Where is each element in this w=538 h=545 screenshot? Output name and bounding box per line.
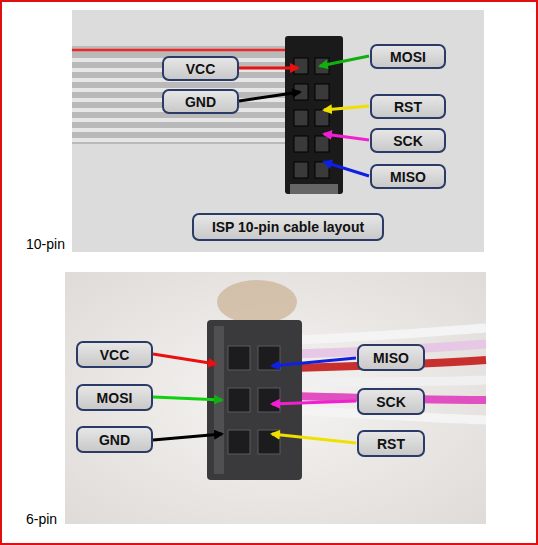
pin-label-box: SCK [357,388,425,415]
caption-text: ISP 10-pin cable layout [212,219,364,235]
pin-name: VCC [100,347,130,363]
pin-name: RST [377,436,405,452]
pin-label-box: MOSI [370,44,446,69]
pin-name: MISO [373,350,409,366]
pin-label-box: VCC [76,341,153,368]
pin-name: VCC [186,61,216,77]
pin-name: MOSI [97,390,133,406]
pin-name: SCK [376,394,406,410]
pin-label-box: MISO [357,344,425,371]
pin-name: MOSI [390,49,426,65]
pin-label-box: SCK [370,128,446,153]
pin-name: GND [185,94,216,110]
pin-label-box: RST [357,430,425,457]
pin-label-box: MOSI [76,384,153,411]
figure-label: 10-pin [26,236,65,252]
pin-label-box: RST [370,94,446,119]
pin-label-box: VCC [162,56,239,81]
pin-name: GND [99,432,130,448]
pin-label-box: GND [76,426,153,453]
pin-name: SCK [393,133,423,149]
pin-label-box: MISO [370,164,446,189]
pin-name: MISO [390,169,426,185]
figure-label: 6-pin [26,511,57,527]
caption-box: ISP 10-pin cable layout [192,213,384,241]
pin-name: RST [394,99,422,115]
pin-label-box: GND [162,89,239,114]
